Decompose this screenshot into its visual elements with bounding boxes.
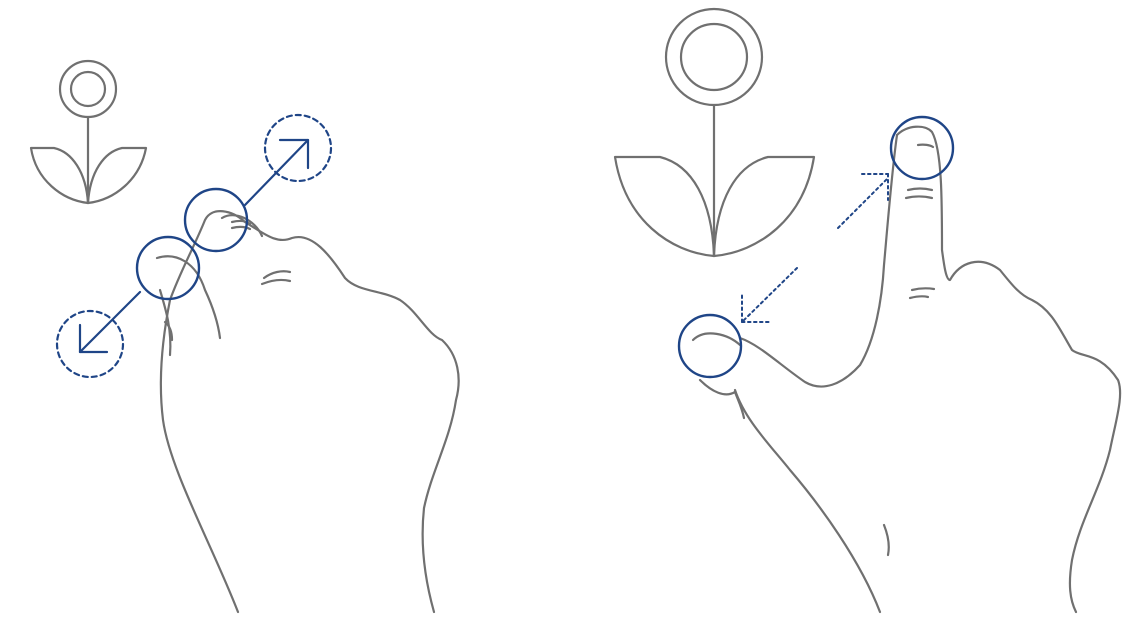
target-circle-upper bbox=[265, 115, 331, 181]
hand-pinch-icon bbox=[693, 127, 1120, 612]
arrow-down-left-icon bbox=[80, 292, 140, 352]
touch-point-lower bbox=[137, 237, 199, 299]
target-circle-lower bbox=[57, 311, 123, 377]
small-flower-icon bbox=[31, 61, 146, 203]
pinch-gesture-panel bbox=[615, 9, 1120, 612]
motion-line-bottom-icon bbox=[742, 268, 797, 322]
motion-line-top-icon bbox=[838, 178, 888, 228]
spread-gesture-panel bbox=[31, 61, 459, 612]
touch-point-bottom bbox=[679, 315, 741, 377]
touch-points-spread bbox=[137, 189, 247, 299]
touch-points-pinch bbox=[679, 117, 953, 377]
hand-spread-icon bbox=[157, 211, 459, 612]
large-flower-icon bbox=[615, 9, 814, 256]
pinch-motion-hints bbox=[742, 174, 888, 322]
